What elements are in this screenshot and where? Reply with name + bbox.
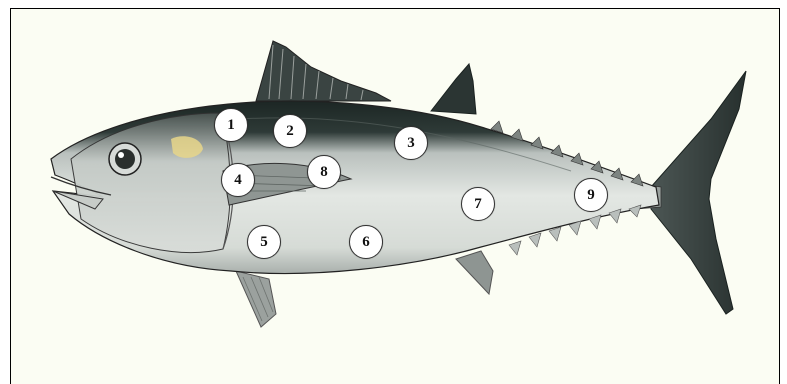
marker-7-label: 7 xyxy=(474,196,482,213)
marker-4-label: 4 xyxy=(234,172,242,189)
marker-2-label: 2 xyxy=(286,123,294,140)
marker-8[interactable]: 8 xyxy=(307,155,341,189)
first-dorsal-fin xyxy=(256,41,391,101)
anal-fin xyxy=(456,251,493,294)
second-dorsal-fin xyxy=(431,64,476,114)
marker-7[interactable]: 7 xyxy=(461,187,495,221)
marker-6[interactable]: 6 xyxy=(349,225,383,259)
tuna-illustration xyxy=(11,9,780,384)
caudal-fin xyxy=(651,71,746,314)
marker-9[interactable]: 9 xyxy=(574,178,608,212)
marker-1[interactable]: 1 xyxy=(214,108,248,142)
pelvic-fin xyxy=(236,271,276,327)
diagram-frame: 1 2 3 4 5 6 7 8 9 xyxy=(10,8,780,384)
marker-6-label: 6 xyxy=(362,234,370,251)
marker-3-label: 3 xyxy=(407,135,415,152)
marker-4[interactable]: 4 xyxy=(221,163,255,197)
marker-5-label: 5 xyxy=(260,234,268,251)
marker-1-label: 1 xyxy=(227,117,235,134)
marker-3[interactable]: 3 xyxy=(394,126,428,160)
marker-8-label: 8 xyxy=(320,164,328,181)
marker-5[interactable]: 5 xyxy=(247,225,281,259)
marker-2[interactable]: 2 xyxy=(273,114,307,148)
marker-9-label: 9 xyxy=(587,187,595,204)
